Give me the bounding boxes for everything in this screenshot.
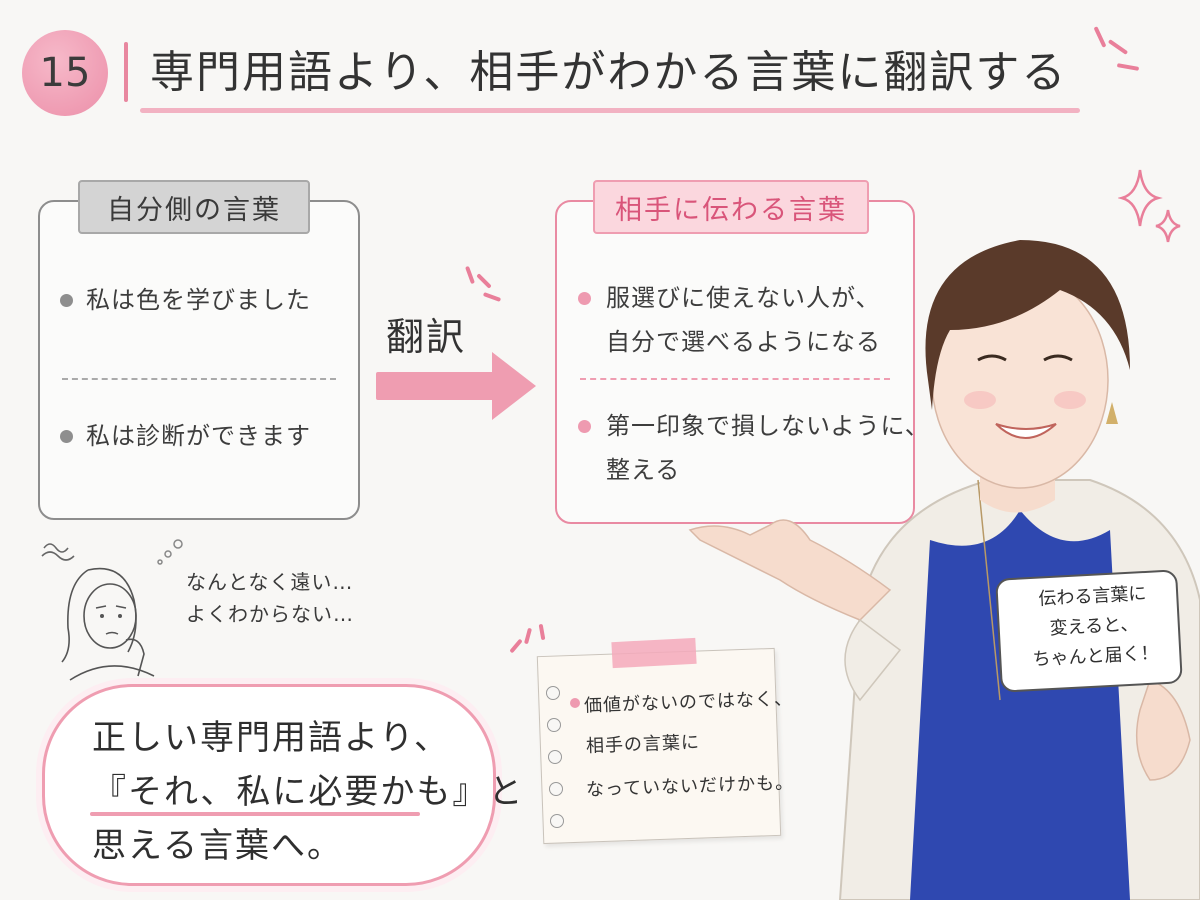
translate-arrow-shaft	[376, 372, 496, 400]
arrow-spark-icon	[465, 265, 475, 285]
confused-thought: なんとなく遠い… よくわからない…	[186, 566, 354, 630]
title-underline	[140, 108, 1080, 113]
translate-label: 翻訳	[386, 315, 467, 359]
own-words-box	[38, 200, 360, 520]
section-number-badge: 15	[22, 30, 108, 116]
bullet-dot	[60, 294, 73, 307]
key-message-cloud	[42, 684, 496, 886]
key-message-line: 正しい専門用語より、	[92, 718, 450, 758]
own-words-item: 私は色を学びました	[86, 286, 311, 314]
bullet-dot	[578, 292, 591, 305]
their-words-item: 第一印象で損しないように、 整える	[606, 404, 930, 492]
memo-ring	[547, 718, 561, 732]
their-words-line: 自分で選べるようになる	[606, 328, 881, 356]
title-spark-icon	[1116, 63, 1140, 71]
own-words-tab: 自分側の言葉	[78, 180, 310, 234]
arrow-spark-icon	[482, 292, 502, 302]
held-message-text: 伝わる言葉に 変えると、 ちゃんと届く！	[1022, 578, 1167, 675]
thought-line: よくわからない…	[186, 602, 354, 626]
their-words-line: 整える	[606, 456, 681, 484]
memo-ring	[546, 686, 560, 700]
key-message-line: 『それ、私に必要かも』と	[92, 772, 525, 812]
confused-woman-illustration	[41, 539, 183, 681]
sparkle-icon	[1118, 169, 1181, 243]
arrow-spark-icon	[476, 273, 492, 289]
their-words-tab: 相手に伝わる言葉	[593, 180, 869, 234]
key-message-line: 思える言葉へ。	[92, 826, 343, 866]
their-words-line: 服選びに使えない人が、	[606, 284, 881, 312]
title-spark-icon	[1093, 26, 1107, 48]
memo-bullet-dot	[570, 698, 580, 708]
item-divider	[62, 378, 336, 380]
key-message-highlight	[90, 812, 420, 816]
bullet-dot	[60, 430, 73, 443]
memo-spark-icon	[509, 638, 523, 654]
their-words-line: 第一印象で損しないように、	[606, 412, 930, 440]
item-divider	[580, 378, 890, 380]
memo-spark-icon	[523, 627, 533, 645]
memo-ring	[550, 814, 564, 828]
memo-spark-icon	[538, 623, 546, 641]
own-words-item: 私は診断ができます	[86, 422, 311, 450]
memo-ring	[549, 782, 563, 796]
title-spark-icon	[1107, 39, 1129, 55]
bullet-dot	[578, 420, 591, 433]
translate-arrow-icon	[492, 352, 536, 420]
section-number: 15	[39, 50, 91, 96]
page-title: 専門用語より、相手がわかる言葉に翻訳する	[150, 47, 1068, 98]
their-words-item: 服選びに使えない人が、 自分で選べるようになる	[606, 276, 881, 364]
memo-ring	[548, 750, 562, 764]
presenter-woman-illustration	[688, 240, 1200, 900]
thought-line: なんとなく遠い…	[186, 570, 354, 594]
header-divider	[124, 42, 128, 102]
